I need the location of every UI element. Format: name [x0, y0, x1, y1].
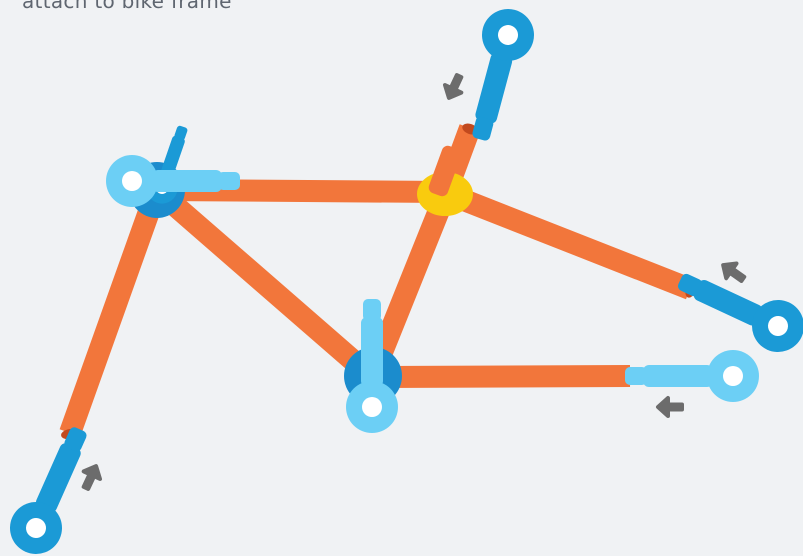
arrow-icon [438, 70, 470, 104]
bottom-joint[interactable] [344, 299, 402, 433]
frame-tubes [59, 124, 695, 437]
down-tube [149, 181, 380, 386]
arrow-icon [716, 255, 750, 289]
key-connector-icon[interactable] [625, 350, 759, 402]
top-right-joint[interactable] [417, 144, 473, 216]
arrow-icon [75, 460, 107, 494]
caption: attach to bike frame [22, 0, 232, 13]
chain-stay-tube [371, 365, 631, 388]
right-tube [441, 182, 695, 300]
arrow-icon [656, 396, 684, 418]
seat-stay-tube [59, 188, 167, 437]
seat-tube [361, 188, 457, 382]
left-joint[interactable] [106, 121, 240, 218]
